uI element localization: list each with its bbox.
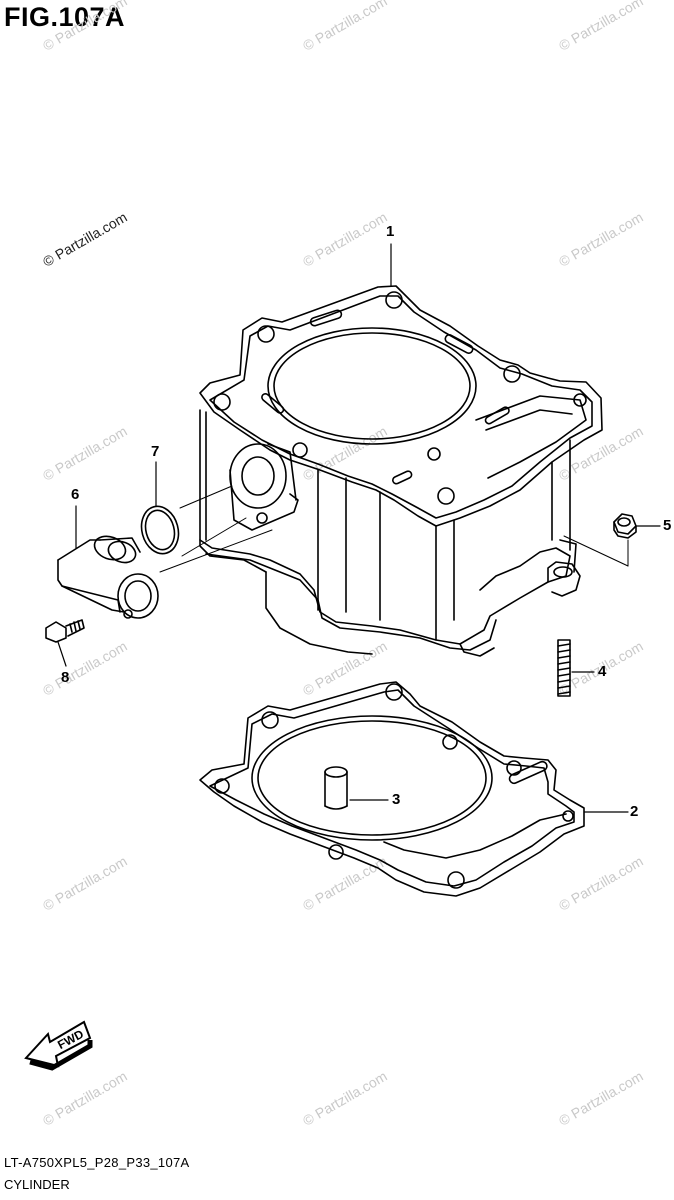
nut-part <box>613 513 637 539</box>
figure-name: CYLINDER <box>4 1177 70 1192</box>
callout-5: 5 <box>663 517 672 534</box>
callout-3: 3 <box>392 791 401 808</box>
dowel-pin-part <box>324 766 348 810</box>
cylinder-block-part <box>199 285 603 657</box>
figure-title: FIG.107A <box>4 2 126 32</box>
stud-bolt-part <box>557 639 571 697</box>
water-inlet-pipe-part <box>57 535 159 619</box>
bolt-part <box>45 619 85 643</box>
figure-code: LT-A750XPL5_P28_P33_107A <box>4 1155 190 1170</box>
callout-1: 1 <box>386 223 395 240</box>
callout-8: 8 <box>61 669 70 686</box>
fwd-arrow-icon: FWD <box>24 1020 93 1071</box>
callout-6: 6 <box>71 486 80 503</box>
cylinder-gasket-part <box>199 681 585 897</box>
callout-7: 7 <box>151 443 160 460</box>
callout-2: 2 <box>630 803 639 820</box>
o-ring-part <box>140 505 180 555</box>
callout-4: 4 <box>598 663 607 680</box>
